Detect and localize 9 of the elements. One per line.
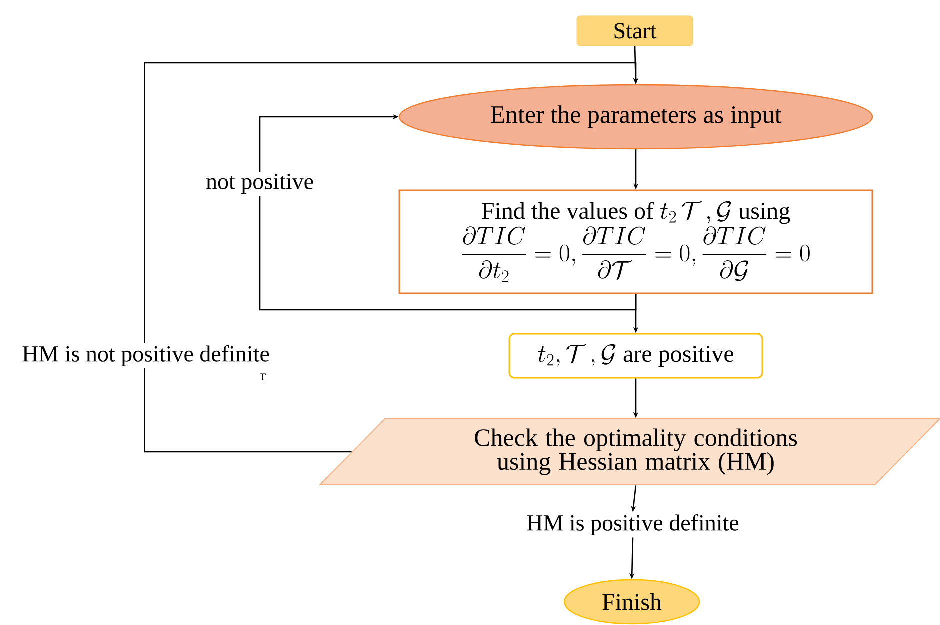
process-box: Find the values of $t_2\,\mathcal{T}\,,\mathcal{G}$ using $\dfrac{\partial TIC}{\partial t_2}=0, \dfrac{\partial TIC}{\partial \mathcal{T}}=0, \dfrac{\partial TIC}{\partial \mathcal{G}}=0$ xyxy=(398,190,874,294)
edge-label: HM is not positive definite xyxy=(20,343,272,369)
arrow xyxy=(144,62,639,453)
edge-label: not positive xyxy=(204,172,316,196)
arrow xyxy=(259,114,637,311)
condition-text: HM is positive definite xyxy=(527,514,739,536)
start-box: Start xyxy=(576,16,694,46)
condition-box: $t_2,\mathcal{T}\,,\mathcal{G}$ are positive xyxy=(508,333,764,379)
stray-letter: T xyxy=(260,374,266,380)
